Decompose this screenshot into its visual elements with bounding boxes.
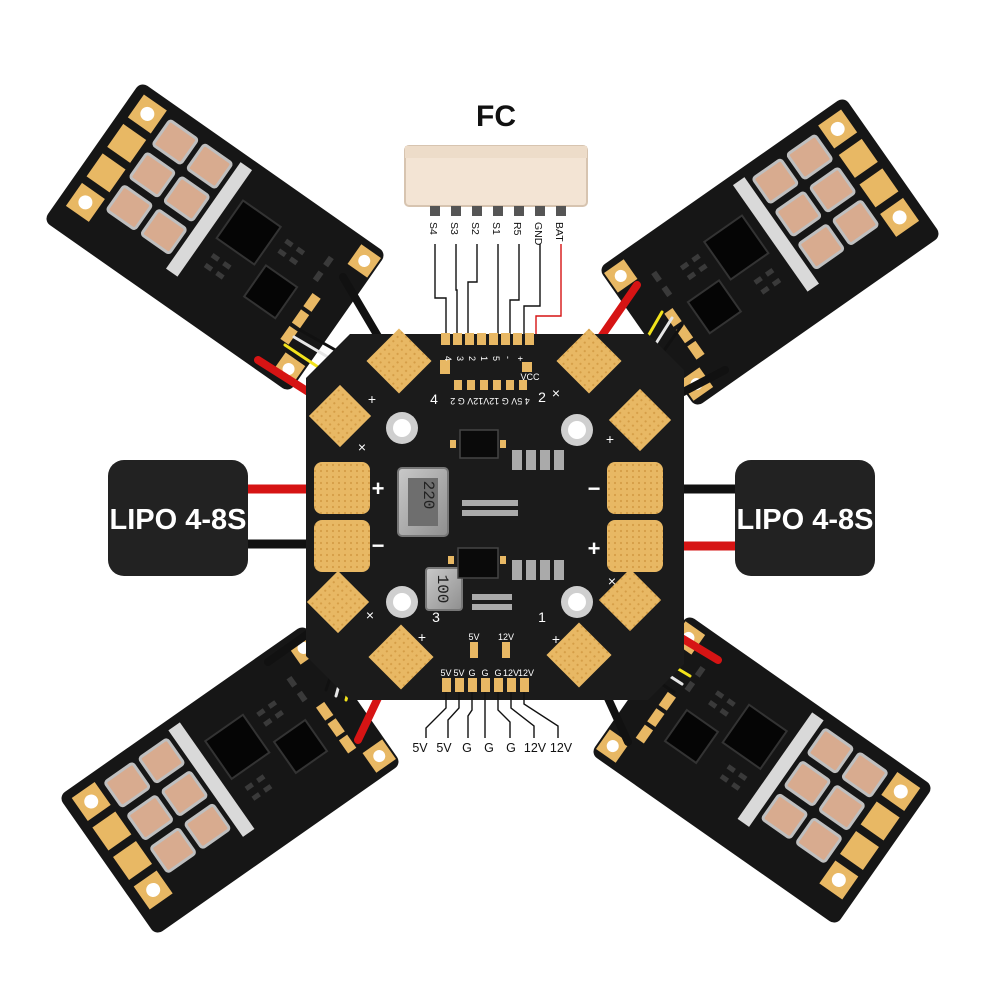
out-label-g-a: G xyxy=(462,741,472,755)
lipo-right-label: LIPO 4-8S xyxy=(737,504,874,536)
output-pads xyxy=(442,642,529,692)
battery-pads xyxy=(314,462,663,572)
fc-pad-num-5: 5 xyxy=(491,356,501,361)
fc-pad-num-plus: + xyxy=(515,356,525,361)
pin-label-s2: S2 xyxy=(469,222,481,235)
silk-top-12v: 12V xyxy=(498,632,514,642)
pin-label-s3: S3 xyxy=(448,222,460,235)
silk-cross-tl: × xyxy=(358,439,366,455)
out-label-12v-b: 12V xyxy=(550,741,573,755)
silkscreen: + − − + × × + + × + × + 4 2 3 1 4 5V G 1… xyxy=(358,372,616,678)
fc-title: FC xyxy=(476,100,516,133)
silk-plus-bl: + xyxy=(418,629,426,645)
silk-plus-tl: + xyxy=(368,391,376,407)
silk-pad-g-b: G xyxy=(481,668,488,678)
silk-cross-bl: × xyxy=(366,607,374,623)
silk-cross-br: × xyxy=(608,573,616,589)
silk-plus-br: + xyxy=(552,631,560,647)
fc-pad-num-2: 2 xyxy=(467,356,477,361)
pin-label-s4: S4 xyxy=(427,222,439,235)
inductor-220: 220 xyxy=(397,467,449,537)
silk-minus-left: − xyxy=(372,533,385,558)
silk-minus-right: − xyxy=(588,476,601,501)
silk-motor-3: 3 xyxy=(432,609,440,625)
out-label-g-c: G xyxy=(506,741,516,755)
out-label-12v-a: 12V xyxy=(524,741,547,755)
fc-connector xyxy=(404,145,588,216)
pin-label-bat: BAT xyxy=(553,222,565,242)
out-label-5v-b: 5V xyxy=(436,741,452,755)
silk-top-5v: 5V xyxy=(468,632,479,642)
silk-pad-g-c: G xyxy=(494,668,501,678)
inductor-220-label: 220 xyxy=(419,481,437,510)
inductor-100: 100 xyxy=(425,567,463,611)
silk-plus-tr: + xyxy=(606,431,614,447)
pin-label-gnd: GND xyxy=(532,222,544,246)
lipo-left-label: LIPO 4-8S xyxy=(110,504,247,536)
fc-pad-num-3: 3 xyxy=(455,356,465,361)
silk-top-row: 4 5V G 12V12V G 2 xyxy=(450,396,530,406)
silk-motor-1: 1 xyxy=(538,609,546,625)
silk-vcc: VCC xyxy=(520,372,540,382)
esc-board-top-left xyxy=(41,79,389,395)
silk-plus-right: + xyxy=(588,536,601,561)
fc-pin-labels: S4 S3 S2 S1 R5 GND BAT xyxy=(427,222,565,246)
silk-pad-5v-b: 5V xyxy=(453,668,464,678)
silk-pad-g-a: G xyxy=(468,668,475,678)
fc-pad-num-4: 4 xyxy=(443,356,453,361)
output-labels: 5V 5V G G G 12V 12V xyxy=(412,741,572,755)
pin-label-s1: S1 xyxy=(490,222,502,235)
out-label-5v-a: 5V xyxy=(412,741,428,755)
fc-pad-num-1: 1 xyxy=(479,356,489,361)
output-leader-lines xyxy=(425,692,559,738)
silk-plus-left: + xyxy=(372,476,385,501)
silk-pad-12v-a: 12V xyxy=(503,668,519,678)
fc-leader-lines xyxy=(434,244,562,342)
inductor-100-label: 100 xyxy=(433,575,451,604)
silk-motor-4: 4 xyxy=(430,391,438,407)
pdb-board: 220 100 xyxy=(306,328,684,700)
silk-pad-5v-a: 5V xyxy=(440,668,451,678)
lipo-battery-right: LIPO 4-8S xyxy=(735,460,875,576)
fc-pad-numbers: 4 3 2 1 5 - + xyxy=(443,356,525,361)
mounting-holes xyxy=(386,412,593,618)
silk-cross-tr: × xyxy=(552,385,560,401)
lipo-battery-left: LIPO 4-8S xyxy=(108,460,248,576)
fc-pad-num-minus: - xyxy=(503,356,513,359)
out-label-g-b: G xyxy=(484,741,494,755)
silk-pad-12v-b: 12V xyxy=(518,668,534,678)
pin-label-r5: R5 xyxy=(511,222,523,236)
silk-motor-2: 2 xyxy=(538,389,546,405)
motor-pads xyxy=(306,328,672,690)
